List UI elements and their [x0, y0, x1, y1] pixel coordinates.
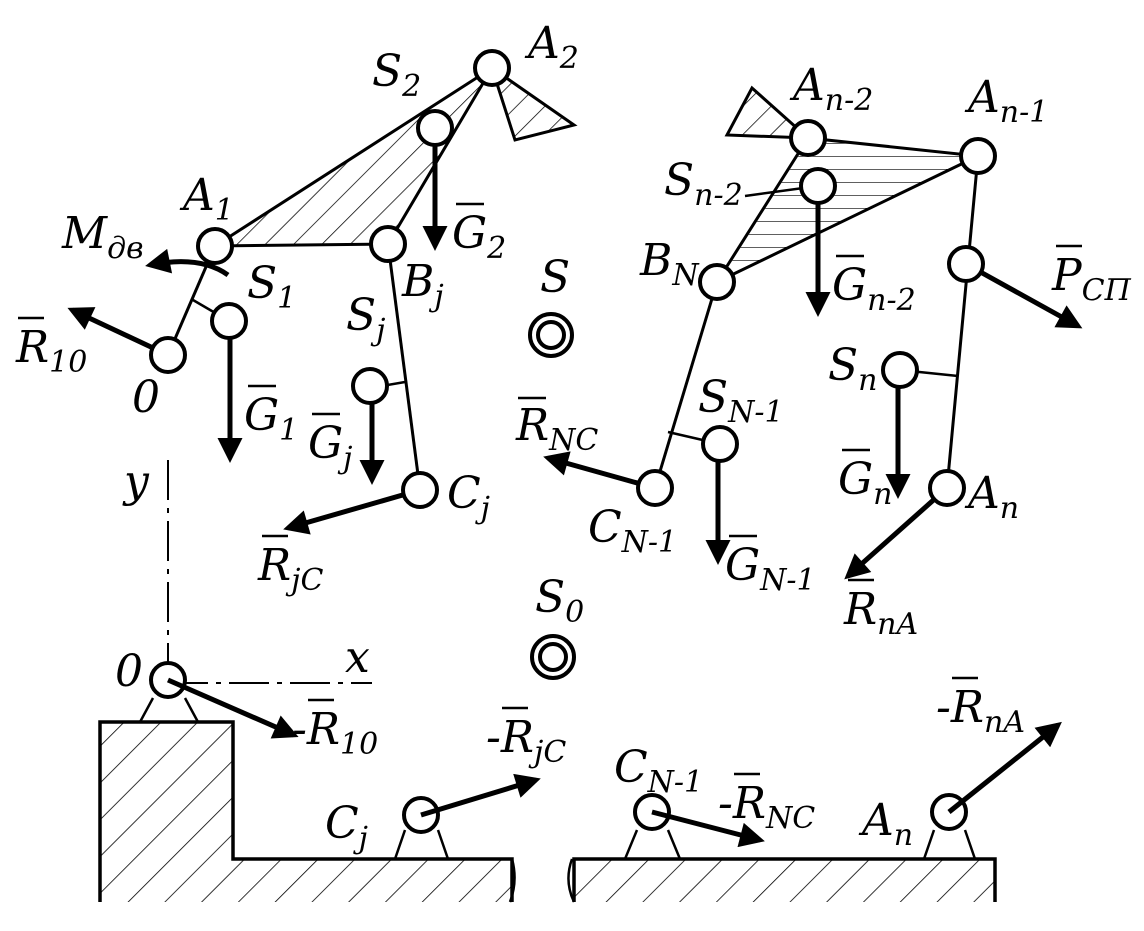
link-n2-triangle	[712, 85, 984, 286]
label-An2: An-2	[789, 60, 873, 118]
link-2-triangle	[209, 64, 578, 248]
label-O-bottom: 0	[115, 646, 143, 697]
joint-O	[149, 336, 187, 374]
label-GN1: GN-1	[725, 540, 816, 598]
com-Sn2	[799, 167, 837, 205]
label-G1: G1	[244, 390, 298, 448]
hatched-bracket-right	[724, 85, 813, 140]
label-SN1: SN-1	[698, 372, 784, 430]
negRNC-arrow	[651, 809, 765, 848]
joint-Psp	[947, 245, 985, 283]
label-negRjC: -RjC	[486, 712, 566, 770]
support-An	[922, 793, 977, 861]
coordinate-axes: y x	[122, 456, 372, 684]
label-A2: A2	[524, 18, 579, 76]
label-S2: S2	[372, 46, 421, 104]
label-Sn2: Sn-2	[664, 155, 743, 213]
joint-An1	[959, 137, 997, 175]
label-An: An	[964, 468, 1019, 526]
label-BN: BN	[639, 235, 700, 293]
label-Sj: Sj	[346, 290, 385, 348]
label-A1: A1	[179, 170, 234, 228]
RnA-arrow	[844, 486, 949, 580]
label-CN1: CN-1	[588, 502, 677, 560]
joint-Bj	[369, 225, 407, 263]
label-Mdv: Mдв	[61, 208, 144, 266]
com-Sj	[351, 367, 389, 405]
label-S: S	[540, 252, 570, 303]
label-RjC: RjC	[257, 540, 323, 598]
joints	[149, 49, 997, 680]
ground-break-left	[508, 858, 516, 903]
com-Sn	[881, 351, 919, 389]
y-axis-label: y	[122, 456, 150, 507]
ground-reaction-arrows	[166, 677, 1062, 848]
label-R10: R10	[15, 322, 87, 380]
hatched-fixed-bracket	[489, 64, 578, 142]
point-labels: A1 A2 S2 S1 Sj Bj Cj S S0 0 0 An-2 An-1 …	[115, 18, 1048, 856]
label-negRnA: -RnA	[936, 682, 1025, 740]
support-O	[137, 661, 201, 724]
joint-An2	[789, 119, 827, 157]
joint-An	[928, 469, 966, 507]
x-axis-label: x	[345, 632, 370, 683]
label-An-ground: An	[858, 795, 913, 853]
motor-moment-arc	[145, 248, 230, 278]
label-Bj: Bj	[401, 256, 444, 314]
joint-Cj	[401, 471, 439, 509]
ground-base	[98, 720, 997, 903]
negRnA-arrow	[947, 721, 1062, 814]
force-labels: Mдв R10 G1 G2 Gj RjC RNC Gn-2 GN-1 Gn PС…	[15, 202, 1132, 836]
joint-BN	[698, 263, 736, 301]
link-n	[899, 155, 980, 489]
com-S-inner	[536, 320, 566, 350]
label-Cj: Cj	[447, 468, 490, 526]
label-Gj: Gj	[308, 418, 352, 476]
label-RnA: RnA	[843, 584, 918, 642]
label-CN1-ground: CN-1	[614, 742, 703, 800]
joint-A2	[473, 49, 511, 87]
support-CN1	[623, 793, 682, 861]
label-Cj-ground: Cj	[325, 798, 368, 856]
label-An1: An-1	[964, 72, 1048, 130]
negR10-arrow	[166, 677, 299, 739]
com-S0-inner	[538, 642, 568, 672]
label-S0: S0	[535, 572, 584, 630]
RjC-arrow	[283, 487, 421, 535]
label-G2: G2	[452, 208, 506, 266]
com-S2	[416, 109, 454, 147]
joint-A1	[196, 227, 234, 265]
label-RNC: RNC	[515, 400, 598, 458]
com-SN1	[701, 425, 739, 463]
label-S1: S1	[247, 258, 296, 316]
label-Sn: Sn	[828, 340, 877, 398]
ground-right-block	[572, 857, 997, 902]
label-negR10: -R10	[292, 704, 378, 762]
label-O-top: 0	[132, 372, 160, 423]
negRjC-arrow	[420, 773, 541, 818]
Psp-arrow	[964, 261, 1083, 329]
label-Psp: PСП	[1051, 250, 1132, 308]
com-S1	[210, 302, 248, 340]
ground-left-block	[98, 720, 514, 902]
label-negRNC: -RNC	[718, 778, 815, 836]
joint-CN1	[636, 469, 674, 507]
label-Gn: Gn	[838, 454, 892, 512]
label-Gn2: Gn-2	[832, 260, 916, 318]
